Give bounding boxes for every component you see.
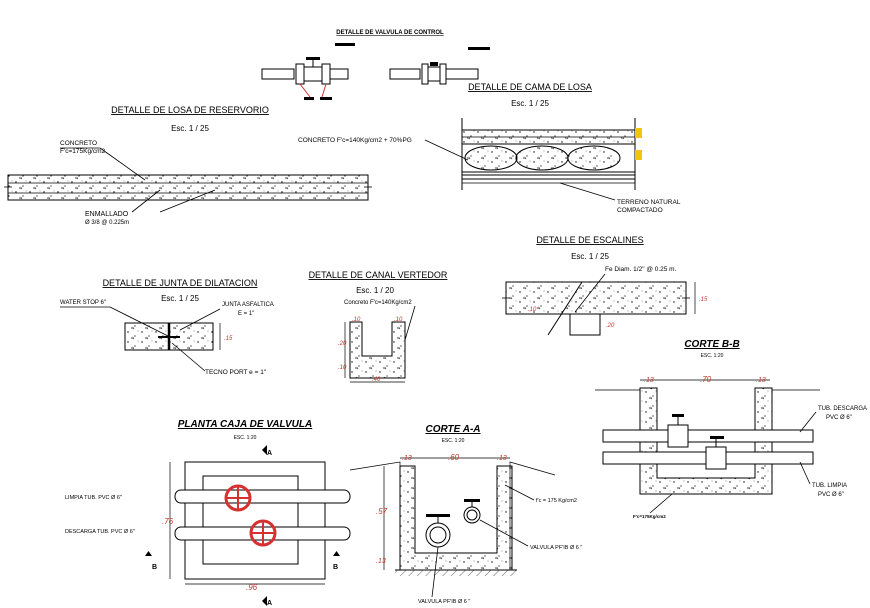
pvc-limpia-label: PVC Ø 6" <box>818 492 844 498</box>
esc-dim-15: .15 <box>699 297 708 303</box>
corte-aa-detail: CORTE A-A ESC. 1:20 .13 .60 .13 .57 .13 … <box>349 424 582 605</box>
corte-aa-title: CORTE A-A <box>426 424 481 435</box>
marker-a-top: A <box>267 450 272 457</box>
escalines-scale: Esc. 1 / 25 <box>571 252 609 261</box>
marker-b-left: B <box>152 564 157 571</box>
junta-detail: DETALLE DE JUNTA DE DILATACION Esc. 1 / … <box>60 278 274 376</box>
canal-detail: DETALLE DE CANAL VERTEDOR Esc. 1 / 20 Co… <box>309 270 448 383</box>
tub-limpia-label: TUB. LIMPIA <box>812 483 847 489</box>
aa-dim-13b: .13 <box>497 455 507 462</box>
cama-title: DETALLE DE CAMA DE LOSA <box>468 82 592 92</box>
aa-dim-57: .57 <box>376 507 388 516</box>
enmallado-label: ENMALLADO <box>85 211 129 218</box>
corte-aa-scale: ESC. 1:20 <box>442 438 465 444</box>
aa-dim-60: .60 <box>448 453 460 462</box>
canal-dim-10b: .10 <box>394 317 403 323</box>
valvula-label-2: VALVULA PF'IB Ø 6 " <box>418 599 470 605</box>
junta-title: DETALLE DE JUNTA DE DILATACION <box>103 278 258 288</box>
bb-dim-70: .70 <box>700 375 712 384</box>
planta-detail: PLANTA CAJA DE VALVULA ESC. 1:20 A A B B… <box>65 419 351 607</box>
junta-dim-15: .15 <box>224 336 233 342</box>
terreno-label-2: COMPACTADO <box>617 207 663 214</box>
fc175-label: F'c=175Kg/cm2 <box>60 148 106 155</box>
canal-title: DETALLE DE CANAL VERTEDOR <box>309 270 448 280</box>
tecno-port-label: TECNO PORT e = 1" <box>205 369 267 376</box>
corte-bb-scale: ESC. 1:20 <box>701 353 724 359</box>
pl-dim-76: .76 <box>162 517 174 526</box>
aa-dim-13a: .13 <box>402 455 412 462</box>
concreto-canal-label: Concreto F'c=140Kg/cm2 <box>344 300 412 306</box>
planta-title: PLANTA CAJA DE VALVULA <box>178 419 312 430</box>
cama-scale: Esc. 1 / 25 <box>511 99 549 108</box>
canal-scale: Esc. 1 / 20 <box>356 286 394 295</box>
concreto-label: CONCRETO <box>60 140 97 147</box>
valve-control-title: DETALLE DE VALVULA DE CONTROL <box>336 30 444 36</box>
planta-scale: ESC. 1:20 <box>234 435 257 441</box>
esc-dim-20: .20 <box>606 323 615 329</box>
enmallado-spec: Ø 3/8 @ 0.225m <box>85 220 129 226</box>
tub-descarga-label: TUB. DESCARGA <box>818 406 867 412</box>
valve-control-detail: DETALLE DE VALVULA DE CONTROL <box>261 30 490 100</box>
bb-dim-13b: .13 <box>756 377 766 384</box>
fc-aa-label: f'c = 175 Kg/cm2 <box>536 498 577 504</box>
bb-dim-13a: .13 <box>644 377 654 384</box>
aa-dim-13c: .13 <box>376 558 386 565</box>
losa-reservorio-detail: DETALLE DE LOSA DE RESERVORIO Esc. 1 / 2… <box>4 105 372 226</box>
losa-title: DETALLE DE LOSA DE RESERVORIO <box>111 105 269 115</box>
corte-bb-detail: CORTE B-B ESC. 1:20 .13 .70 .13 TUB. DES… <box>595 339 867 519</box>
canal-dim-10c: .10 <box>338 365 347 371</box>
escalines-detail: DETALLE DE ESCALINES Esc. 1 / 25 Fe Diam… <box>502 235 708 336</box>
marker-a-bottom: A <box>267 600 272 607</box>
valvula-label-1: VALVULA PF'IB Ø 6 " <box>530 545 582 551</box>
marker-b-right: B <box>333 564 338 571</box>
fe-diam-label: Fe Diam. 1/2" @ 0.25 m. <box>605 266 677 273</box>
cama-losa-detail: DETALLE DE CAMA DE LOSA Esc. 1 / 25 CONC… <box>298 82 681 214</box>
pvc-descarga-label: PVC Ø 6" <box>826 415 852 421</box>
concreto-cama-label: CONCRETO F'c=140Kg/cm2 + 70%PG <box>298 137 412 144</box>
junta-e-label: E = 1" <box>238 311 254 317</box>
esc-dim-10: .10 <box>528 307 537 313</box>
escalines-title: DETALLE DE ESCALINES <box>536 235 643 245</box>
canal-dim-40: .40 <box>372 377 381 383</box>
canal-dim-10a: .10 <box>352 317 361 323</box>
canal-dim-20: .20 <box>338 341 347 347</box>
water-stop-label: WATER STOP 6" <box>60 300 106 306</box>
losa-scale: Esc. 1 / 25 <box>171 124 209 133</box>
junta-asfaltica-label: JUNTA ASFALTICA <box>222 302 274 308</box>
corte-bb-title: CORTE B-B <box>684 339 739 350</box>
descarga-tub-label: DESCARGA TUB. PVC Ø 6" <box>65 529 135 535</box>
pl-dim-96: .96 <box>246 583 258 592</box>
terreno-label-1: TERRENO NATURAL <box>617 199 681 206</box>
junta-scale: Esc. 1 / 25 <box>161 294 199 303</box>
limpia-tub-label: LIMPIA TUB. PVC Ø 6" <box>65 495 122 501</box>
fc-bb-label: F'c=175Kg/cm2 <box>633 514 666 519</box>
